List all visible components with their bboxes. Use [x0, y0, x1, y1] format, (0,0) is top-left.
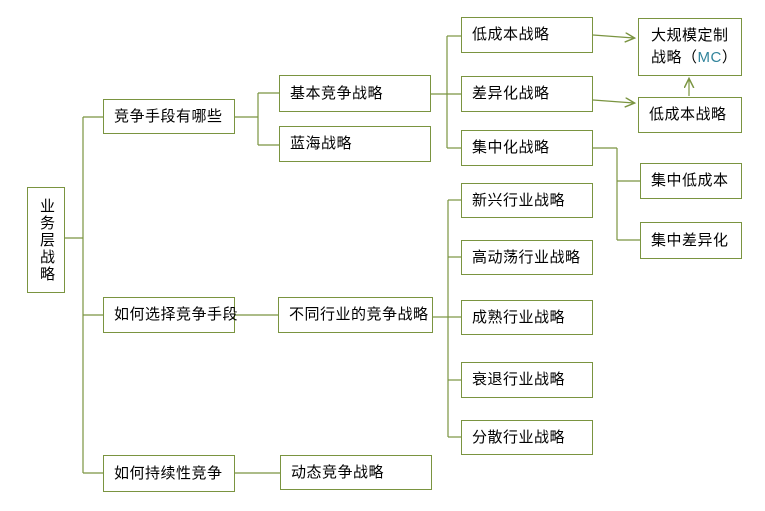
- node-low-cost-strategy-secondary[interactable]: 低成本战略: [638, 97, 742, 133]
- node-focus-strategy[interactable]: 集中化战略: [461, 130, 593, 166]
- node-label: 动态竞争战略: [291, 463, 385, 481]
- mc-abbreviation: MC: [697, 49, 722, 66]
- mass-customization-line1: 大规模定制: [651, 26, 729, 44]
- node-how-to-choose-means[interactable]: 如何选择竞争手段: [103, 297, 239, 333]
- node-label: 如何持续性竞争: [114, 464, 223, 482]
- node-label: 竞争手段有哪些: [114, 107, 223, 125]
- node-basic-competitive-strategy[interactable]: 基本竞争战略: [279, 75, 431, 112]
- mass-customization-line2: 战略（MC）: [651, 47, 737, 70]
- node-label: 集中化战略: [472, 139, 550, 156]
- node-label: 基本竞争战略: [290, 84, 384, 102]
- node-label: 如何选择竞争手段: [114, 306, 239, 323]
- node-label: 新兴行业战略: [472, 191, 566, 209]
- node-label: 业务层战略: [38, 197, 55, 283]
- node-dynamic-competitive-strategy[interactable]: 动态竞争战略: [280, 455, 432, 490]
- node-mass-customization-strategy[interactable]: 大规模定制 战略（MC）: [638, 18, 742, 76]
- node-label: 高动荡行业战略: [472, 248, 581, 266]
- node-fragmented-industry-strategy[interactable]: 分散行业战略: [461, 420, 593, 455]
- node-label: 集中低成本: [651, 172, 729, 189]
- node-competitive-means[interactable]: 竞争手段有哪些: [103, 99, 235, 134]
- node-turbulent-industry-strategy[interactable]: 高动荡行业战略: [461, 240, 593, 275]
- node-label: 分散行业战略: [472, 428, 566, 446]
- node-label: 衰退行业战略: [472, 371, 566, 388]
- node-differentiation-strategy[interactable]: 差异化战略: [461, 76, 593, 112]
- node-focused-differentiation[interactable]: 集中差异化: [640, 222, 742, 259]
- node-label: 蓝海战略: [290, 135, 353, 152]
- node-industry-competitive-strategies[interactable]: 不同行业的竞争战略: [278, 297, 433, 333]
- node-label: 低成本战略: [649, 106, 727, 123]
- node-emerging-industry-strategy[interactable]: 新兴行业战略: [461, 183, 593, 218]
- node-mature-industry-strategy[interactable]: 成熟行业战略: [461, 300, 593, 335]
- node-label: 集中差异化: [651, 231, 729, 249]
- mc-line2-post: ）: [721, 49, 738, 66]
- node-label: 成熟行业战略: [472, 308, 566, 326]
- node-label: 不同行业的竞争战略: [289, 306, 429, 323]
- node-business-level-strategy[interactable]: 业务层战略: [27, 187, 65, 293]
- node-low-cost-strategy[interactable]: 低成本战略: [461, 17, 593, 53]
- node-label: 差异化战略: [472, 85, 550, 102]
- node-label: 低成本战略: [472, 26, 550, 43]
- node-focused-low-cost[interactable]: 集中低成本: [640, 163, 742, 199]
- mc-line2-pre: 战略（: [651, 49, 698, 66]
- node-sustained-competition[interactable]: 如何持续性竞争: [103, 455, 235, 492]
- node-blue-ocean-strategy[interactable]: 蓝海战略: [279, 126, 431, 162]
- node-declining-industry-strategy[interactable]: 衰退行业战略: [461, 362, 593, 398]
